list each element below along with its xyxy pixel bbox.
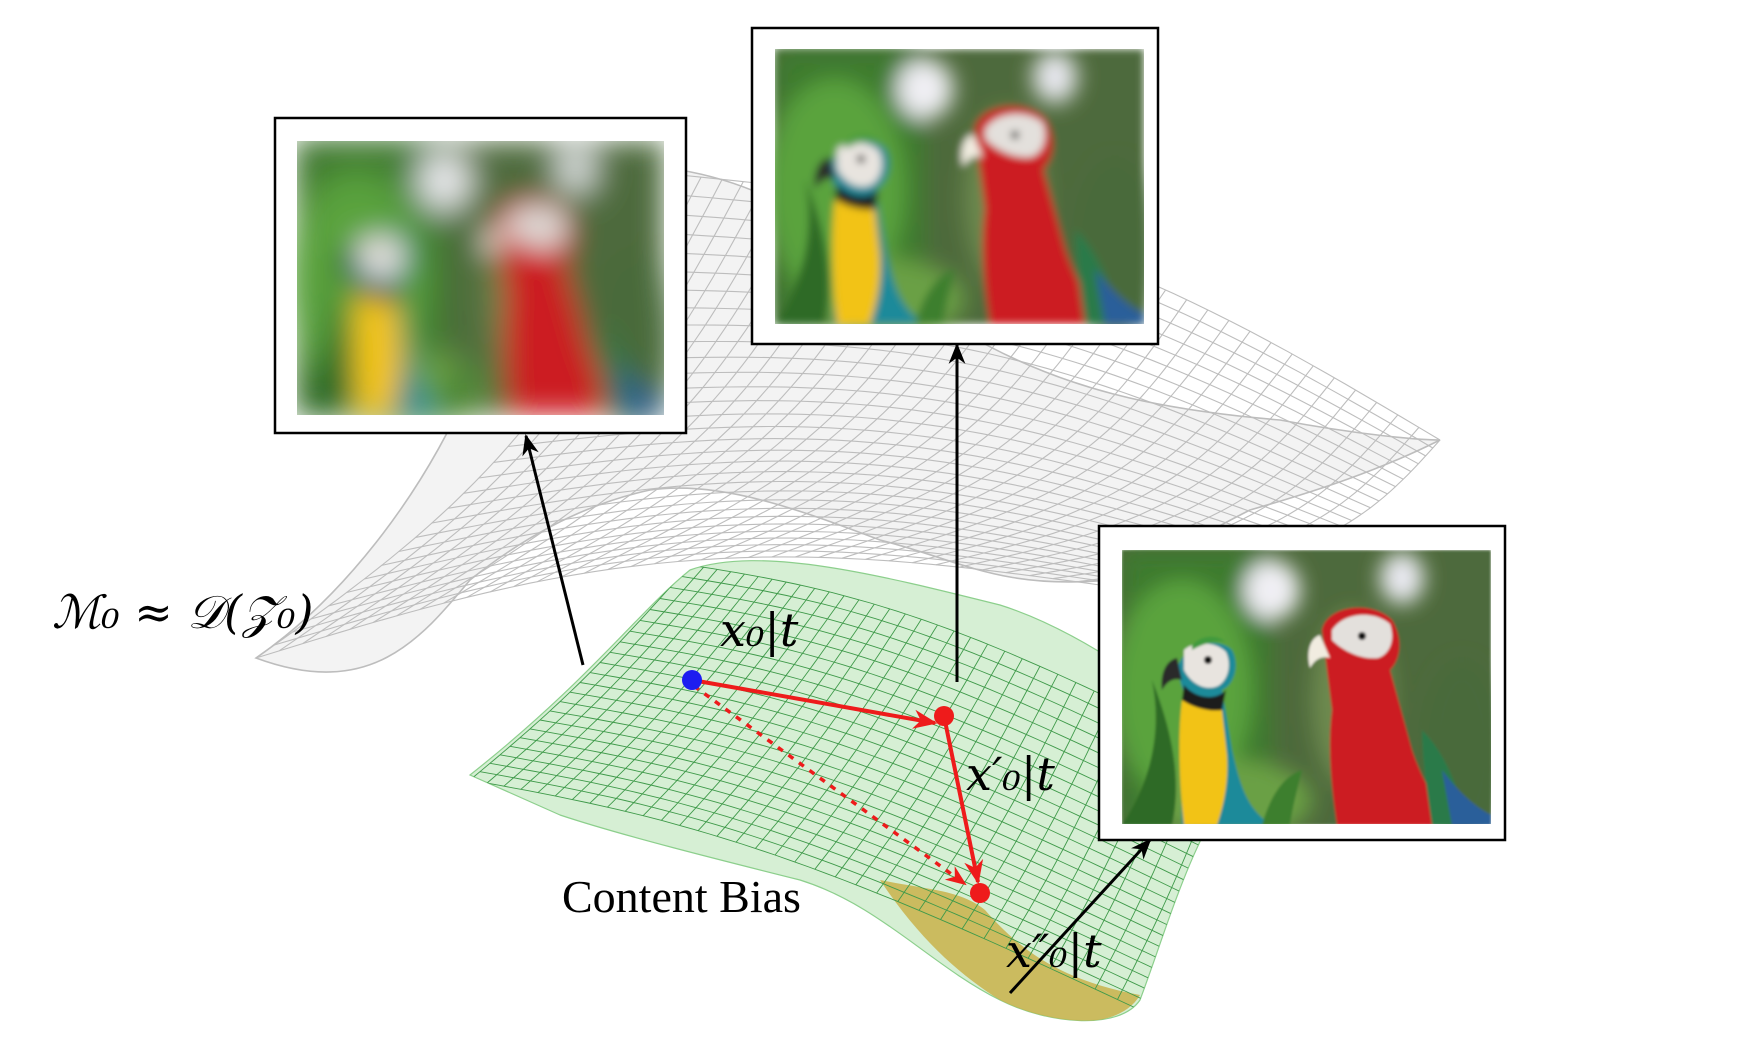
red-arrow-x0p-to-x0pp — [942, 715, 984, 885]
content-bias-region — [880, 880, 1140, 1021]
blurry-image-frame — [273, 116, 688, 435]
grid-line — [489, 762, 1150, 991]
x0-prime-label: x′₀|t — [966, 747, 1055, 801]
start-point-blue — [682, 670, 702, 690]
grid-line — [463, 460, 1275, 557]
grid-line — [589, 672, 1198, 887]
red-arrow-x0-to-x0p — [691, 678, 938, 729]
medium-parrots-photo — [765, 49, 1155, 339]
grid-line — [549, 710, 1179, 931]
grid-line — [493, 438, 1299, 548]
grid-line — [519, 737, 1165, 962]
grid-line — [364, 515, 1192, 580]
grid-line — [381, 507, 1207, 572]
grid-line — [310, 537, 1147, 620]
grid-line — [573, 356, 1362, 515]
grid-line — [559, 701, 1184, 920]
red-dotted-arrow — [692, 684, 967, 886]
grid-line — [470, 779, 1141, 1011]
grid-line — [255, 556, 1101, 659]
x0-double-prime-label: x″₀|t — [1006, 924, 1102, 978]
grid-line — [292, 544, 1132, 633]
manifold-label: ℳ₀ ≈ 𝒟(𝒵₀) — [52, 585, 313, 639]
grid-line — [478, 449, 1287, 553]
grid-line — [346, 523, 1177, 594]
blurry-parrots-photo — [287, 141, 675, 430]
grid-line — [499, 754, 1155, 982]
point-x0p-red — [934, 706, 954, 726]
grid-line — [596, 324, 1380, 502]
point-x0pp-red — [970, 883, 990, 903]
green-manifold-surface — [468, 560, 1246, 1022]
grid-line — [479, 771, 1145, 1001]
grid-line — [509, 745, 1160, 972]
arrow-to-blurry-image — [522, 433, 585, 666]
arrow-to-sharp-image — [1008, 838, 1152, 995]
grid-line — [328, 530, 1162, 607]
green-manifold-grid — [470, 564, 1245, 1011]
content-bias-label: Content Bias — [562, 871, 801, 922]
grid-line — [529, 728, 1169, 952]
grid-line — [579, 682, 1193, 898]
sharp-parrots-photo — [1112, 550, 1502, 840]
medium-image-frame — [750, 26, 1160, 346]
grid-line — [609, 651, 1207, 864]
grid-line — [539, 719, 1174, 941]
grid-line — [569, 691, 1188, 909]
x0-label: x₀|t — [720, 603, 799, 657]
grid-line — [398, 499, 1221, 570]
grid-line — [447, 471, 1262, 560]
grid-line — [274, 550, 1116, 646]
sharp-image-frame — [1097, 524, 1507, 842]
grid-line — [585, 340, 1371, 509]
